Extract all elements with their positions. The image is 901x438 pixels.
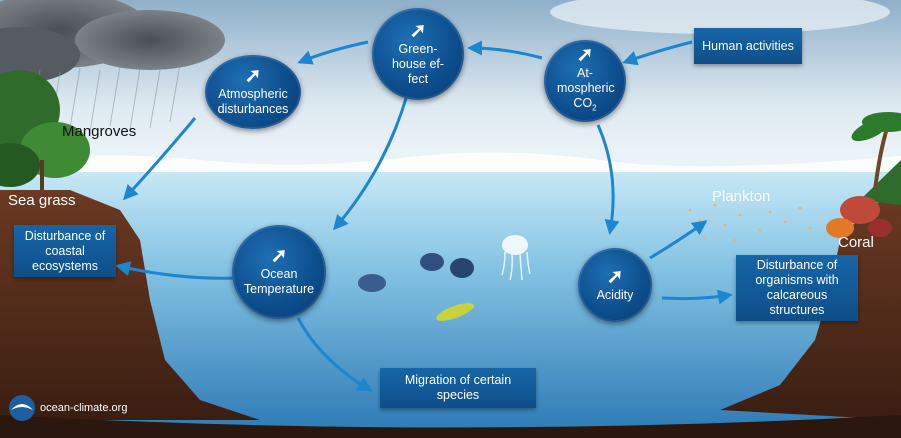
- arrow-human-to-co2: [622, 40, 693, 66]
- label-mangroves: Mangroves: [62, 123, 137, 140]
- increase-arrow-icon: ➚: [606, 265, 624, 288]
- node-label: Green-house ef-fect: [391, 41, 445, 86]
- node-atmospheric-disturbances: ➚ Atmospheric disturbances: [205, 55, 301, 129]
- node-acidity: ➚ Acidity: [578, 248, 652, 322]
- increase-arrow-icon: ➚: [409, 19, 427, 42]
- coral-reef: [826, 196, 892, 238]
- label-coral: Coral: [838, 234, 874, 251]
- box-disturbance-calcareous: Disturbance of organisms with calcareous…: [736, 255, 858, 321]
- box-migration-species: Migration of certain species: [380, 368, 536, 408]
- arrow-atmospheric-to-coastal: [122, 117, 197, 201]
- flow-arrows: [115, 40, 733, 392]
- plankton-cloud: [688, 203, 812, 242]
- arrow-ocean-to-migration: [296, 317, 373, 392]
- credit-text: ocean-climate.org: [40, 402, 128, 414]
- node-greenhouse-effect: ➚ Green-house ef-fect: [372, 8, 464, 100]
- storm-cloud: [0, 0, 225, 83]
- co2-subscript: 2: [592, 103, 597, 113]
- box-disturbance-coastal-ecosystems: Disturbance of coastal ecosystems: [14, 225, 116, 277]
- arrow-co2-to-greenhouse: [467, 40, 543, 60]
- fish-group: [358, 253, 474, 321]
- palm-tree: [851, 112, 901, 205]
- arrow-ocean-to-coastal: [115, 261, 237, 280]
- increase-arrow-icon: ➚: [270, 245, 288, 267]
- node-label: Atmospheric disturbances: [217, 87, 289, 116]
- arrow-greenhouse-to-atmospheric: [297, 40, 369, 65]
- right-seabed: [720, 195, 901, 420]
- ocean-climate-logo: [9, 395, 35, 421]
- node-atmospheric-co2: ➚ At-mospheric CO2: [544, 40, 626, 122]
- node-ocean-temperature: ➚ Ocean Temperature: [232, 225, 326, 319]
- arrow-co2-to-acidity: [596, 124, 620, 235]
- node-label: Ocean Temperature: [243, 267, 315, 296]
- seabed-floor: [0, 415, 901, 438]
- box-human-activities: Human activities: [694, 28, 802, 64]
- jellyfish: [501, 235, 531, 281]
- node-label-wrap: At-mospheric CO2: [557, 66, 615, 116]
- increase-arrow-icon: ➚: [576, 44, 594, 67]
- arrow-acidity-to-plankton: [649, 220, 708, 260]
- label-plankton: Plankton: [712, 188, 771, 205]
- label-sea-grass: Sea grass: [8, 192, 76, 209]
- cloud-bank: [550, 0, 890, 34]
- ocean-water: [0, 172, 901, 438]
- arrow-acidity-to-calcareous: [661, 289, 733, 305]
- node-label: At-mospheric CO: [557, 66, 615, 111]
- arrow-greenhouse-to-ocean: [333, 94, 409, 231]
- node-label: Acidity: [596, 287, 634, 302]
- mangrove-trees: [0, 70, 90, 190]
- increase-arrow-icon: ➚: [244, 65, 262, 87]
